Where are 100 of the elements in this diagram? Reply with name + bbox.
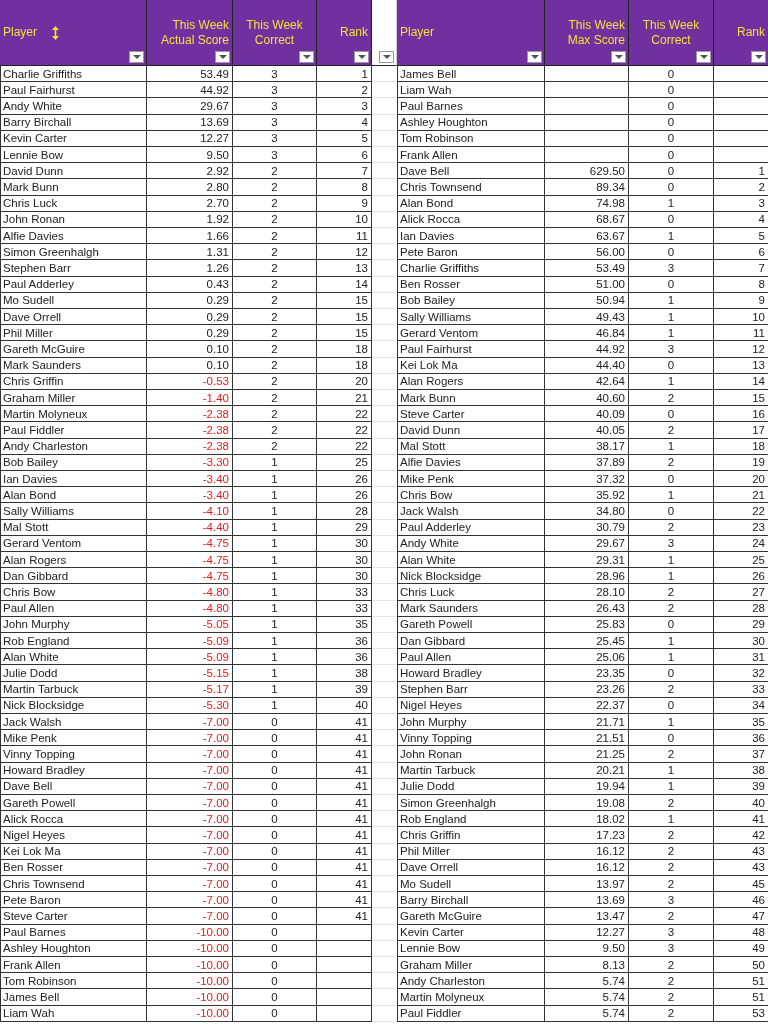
- player-name: Gareth McGuire: [400, 910, 482, 922]
- correct-count: 0: [271, 910, 278, 922]
- score-value: -4.75: [202, 537, 229, 550]
- score-value: 22.37: [596, 699, 625, 712]
- correct-count: 2: [667, 1007, 675, 1020]
- rank-number: 29: [752, 618, 765, 631]
- rank-number: 41: [355, 910, 368, 922]
- rank-number: 2: [361, 83, 368, 96]
- score-value: -4.75: [202, 569, 229, 582]
- score-value: 44.92: [596, 343, 625, 355]
- rank-number: 17: [752, 424, 765, 436]
- correct-count: 2: [271, 359, 278, 372]
- player-name: Charlie Griffiths: [400, 262, 480, 274]
- correct-count: 0: [667, 132, 675, 145]
- player-name: Mal Stott: [3, 521, 49, 534]
- rank-number: 22: [752, 505, 765, 517]
- correct-count: 1: [271, 553, 278, 566]
- correct-count: 1: [667, 569, 675, 582]
- correct-count: 1: [271, 602, 278, 615]
- player-name: Julie Dodd: [400, 780, 455, 793]
- score-value: 44.92: [200, 83, 229, 96]
- score-value: 53.49: [200, 67, 229, 80]
- player-name: Sally Williams: [400, 310, 471, 323]
- correct-count: 2: [667, 456, 675, 469]
- rank-number: 41: [355, 845, 368, 858]
- rank-number: 25: [355, 456, 368, 469]
- score-value: -4.75: [202, 553, 229, 566]
- score-value: 44.40: [596, 359, 625, 372]
- correct-count: 2: [271, 440, 278, 453]
- score-value: -10.00: [196, 926, 229, 939]
- rank-number: 5: [361, 132, 368, 145]
- rank-number: 36: [355, 650, 368, 663]
- player-name: Steve Carter: [400, 407, 465, 420]
- rank-number: 22: [355, 424, 368, 436]
- rank-number: 41: [355, 861, 368, 874]
- rank-number: 33: [355, 586, 368, 598]
- correct-count: 0: [271, 796, 278, 809]
- player-name: Lennie Bow: [3, 148, 64, 161]
- rank-number: 16: [752, 407, 765, 420]
- score-value: 9.50: [206, 148, 229, 161]
- score-value: 21.25: [596, 748, 625, 760]
- correct-count: 2: [667, 845, 675, 858]
- player-name: Simon Greenhalgh: [3, 245, 99, 258]
- score-value: 629.50: [589, 164, 625, 177]
- rank-number: 5: [758, 229, 765, 242]
- score-value: -10.00: [196, 974, 229, 987]
- player-name: Barry Birchall: [400, 893, 469, 906]
- score-value: -3.40: [202, 472, 229, 485]
- rank-number: 7: [361, 164, 368, 177]
- player-name: Dan Gibbard: [3, 569, 69, 582]
- score-value: -7.00: [202, 764, 229, 777]
- correct-count: 0: [271, 1007, 278, 1020]
- score-value: 25.06: [596, 650, 625, 663]
- correct-count: 0: [667, 148, 675, 161]
- player-name: Pete Baron: [400, 245, 458, 258]
- score-value: -4.80: [202, 586, 229, 598]
- rank-number: 4: [758, 213, 765, 226]
- score-value: 23.35: [596, 667, 625, 679]
- score-value: -0.53: [202, 375, 229, 388]
- correct-count: 0: [667, 181, 675, 193]
- player-name: Paul Barnes: [3, 926, 66, 939]
- correct-count: 2: [667, 829, 675, 841]
- rank-number: 14: [355, 278, 368, 291]
- score-value: -4.40: [202, 521, 229, 534]
- score-value: 68.67: [596, 213, 625, 226]
- rank-number: 9: [758, 294, 765, 307]
- correct-count: 2: [667, 974, 675, 987]
- correct-count: 2: [271, 326, 278, 339]
- player-name: Sally Williams: [3, 505, 74, 517]
- player-name: Ian Davies: [3, 472, 58, 485]
- correct-count: 1: [667, 634, 675, 647]
- player-name: Mal Stott: [400, 440, 446, 453]
- correct-count: 2: [667, 683, 675, 696]
- player-name: Chris Griffin: [3, 375, 64, 388]
- rank-number: 20: [752, 472, 765, 485]
- correct-count: 1: [271, 472, 278, 485]
- score-value: 13.47: [596, 910, 625, 922]
- score-value: 40.05: [596, 424, 625, 436]
- rank-number: 36: [752, 731, 765, 744]
- correct-count: 0: [667, 731, 675, 744]
- score-value: 12.27: [200, 132, 229, 145]
- player-name: Andy Charleston: [3, 440, 89, 453]
- player-name: Howard Bradley: [400, 667, 482, 679]
- rank-number: 15: [355, 294, 368, 307]
- correct-count: 3: [271, 116, 278, 129]
- player-name: Alfie Davies: [400, 456, 461, 469]
- score-value: -3.40: [202, 488, 229, 501]
- correct-count: 0: [271, 715, 278, 728]
- correct-count: 0: [271, 958, 278, 971]
- correct-count: 0: [667, 505, 675, 517]
- column-header: This Week Correct: [641, 18, 701, 48]
- correct-count: 2: [667, 748, 675, 760]
- player-name: Chris Townsend: [400, 181, 482, 193]
- score-value: 2.80: [206, 181, 229, 193]
- correct-count: 0: [667, 83, 675, 96]
- rank-number: 2: [758, 181, 765, 193]
- score-value: -7.00: [202, 780, 229, 793]
- player-name: Mark Saunders: [3, 359, 81, 372]
- correct-count: 0: [271, 991, 278, 1003]
- rank-number: 30: [355, 553, 368, 566]
